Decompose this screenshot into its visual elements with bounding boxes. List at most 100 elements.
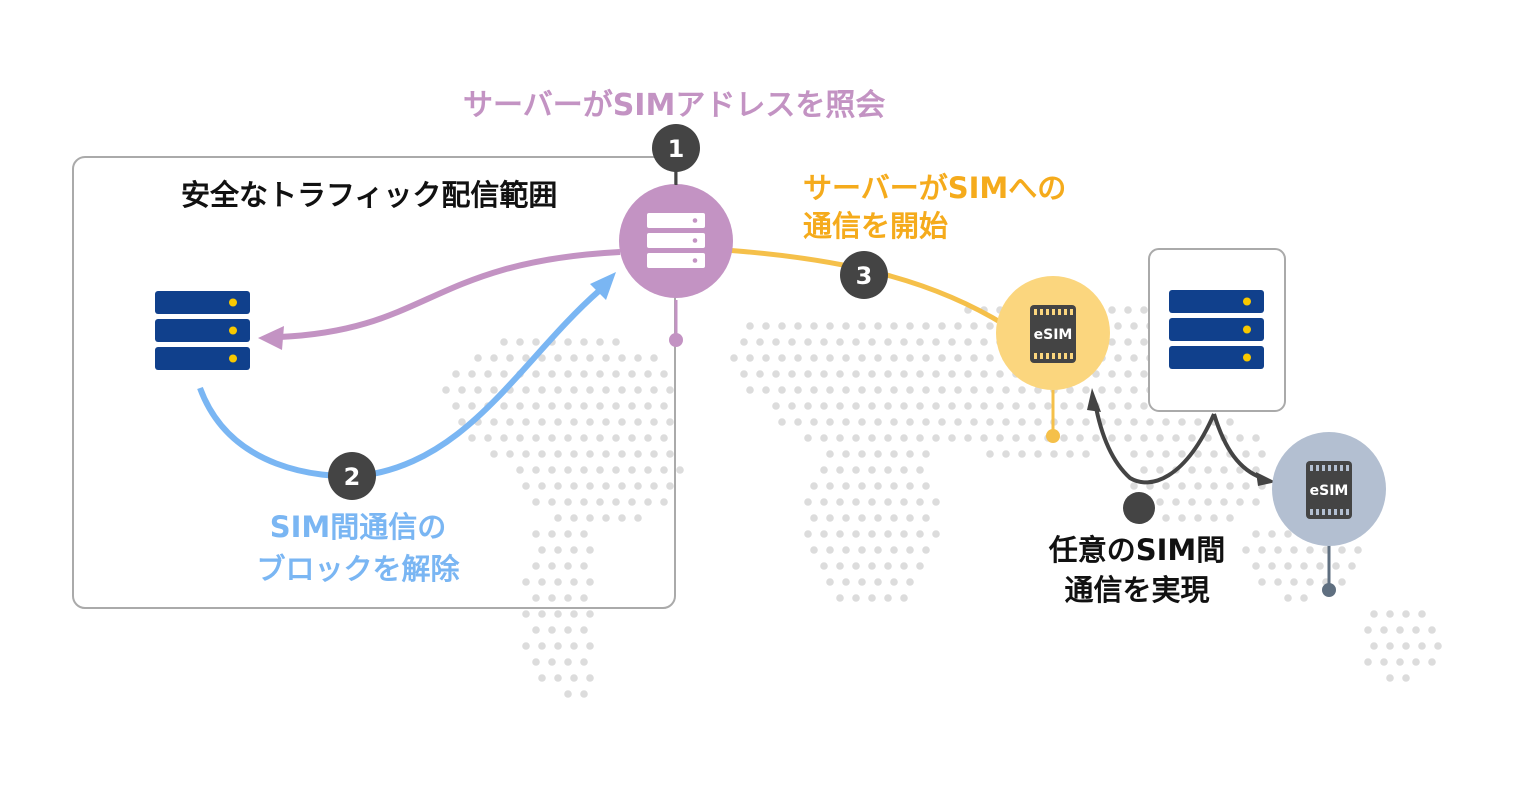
map-dot (890, 386, 898, 394)
map-dot (564, 370, 572, 378)
sim-to-sim-arrowhead-left (1087, 388, 1101, 412)
map-dot (772, 402, 780, 410)
map-dot (884, 402, 892, 410)
map-dot (868, 562, 876, 570)
map-dot (1194, 514, 1202, 522)
map-dot (820, 338, 828, 346)
map-dot (570, 514, 578, 522)
map-dot (586, 578, 594, 586)
map-dot (1252, 530, 1260, 538)
badge-three-number: 3 (856, 262, 873, 290)
map-dot (810, 514, 818, 522)
map-dot (522, 642, 530, 650)
map-dot (794, 386, 802, 394)
map-dot (1146, 418, 1154, 426)
map-dot (1194, 418, 1202, 426)
map-dot (1060, 402, 1068, 410)
map-dot (916, 402, 924, 410)
map-dot (1226, 514, 1234, 522)
map-dot (868, 434, 876, 442)
map-dot (660, 498, 668, 506)
map-dot (916, 338, 924, 346)
badge-three (840, 251, 888, 299)
map-dot (938, 322, 946, 330)
map-dot (644, 466, 652, 474)
map-dot (612, 402, 620, 410)
map-dot (660, 466, 668, 474)
map-dot (1066, 418, 1074, 426)
map-dot (612, 466, 620, 474)
map-dot (570, 418, 578, 426)
map-dot (1156, 498, 1164, 506)
map-dot (644, 498, 652, 506)
map-dot (922, 546, 930, 554)
map-dot (906, 546, 914, 554)
map-dot (548, 402, 556, 410)
map-dot (756, 338, 764, 346)
step1-label: サーバーがSIMアドレスを照会 (463, 88, 886, 123)
map-dot (948, 402, 956, 410)
map-dot (532, 530, 540, 538)
map-dot (586, 642, 594, 650)
map-dot (580, 562, 588, 570)
map-dot (778, 322, 786, 330)
map-dot (996, 402, 1004, 410)
safe-traffic-zone-box (72, 156, 676, 609)
map-dot (842, 354, 850, 362)
map-dot (1338, 578, 1346, 586)
map-dot (522, 482, 530, 490)
map-dot (500, 402, 508, 410)
map-dot (922, 482, 930, 490)
map-dot (970, 386, 978, 394)
map-dot (1082, 418, 1090, 426)
map-dot (634, 386, 642, 394)
map-dot (916, 370, 924, 378)
map-dot (1332, 562, 1340, 570)
map-dot (1178, 418, 1186, 426)
map-dot (1140, 466, 1148, 474)
map-dot (628, 466, 636, 474)
map-dot (906, 578, 914, 586)
map-dot (1108, 306, 1116, 314)
map-dot (986, 418, 994, 426)
map-dot (874, 482, 882, 490)
map-dot (570, 546, 578, 554)
map-dot (746, 386, 754, 394)
map-dot (442, 386, 450, 394)
map-dot (858, 514, 866, 522)
map-dot (554, 482, 562, 490)
map-dot (858, 386, 866, 394)
central-server-pin-dot (669, 333, 683, 347)
map-dot (522, 354, 530, 362)
map-dot (884, 530, 892, 538)
map-dot (820, 402, 828, 410)
map-dot (932, 434, 940, 442)
map-dot (1258, 578, 1266, 586)
map-dot (1188, 434, 1196, 442)
map-dot (1034, 418, 1042, 426)
map-dot (580, 466, 588, 474)
map-dot (852, 562, 860, 570)
map-dot (890, 482, 898, 490)
map-dot (602, 418, 610, 426)
map-dot (794, 418, 802, 426)
map-dot (890, 514, 898, 522)
map-dot (490, 354, 498, 362)
map-dot (964, 338, 972, 346)
map-dot (602, 354, 610, 362)
map-dot (458, 418, 466, 426)
map-dot (858, 418, 866, 426)
map-dot (580, 338, 588, 346)
map-dot (570, 386, 578, 394)
map-dot (1258, 450, 1266, 458)
map-dot (922, 386, 930, 394)
map-dot (804, 370, 812, 378)
map-dot (772, 338, 780, 346)
map-dot (564, 530, 572, 538)
map-dot (820, 530, 828, 538)
map-dot (986, 450, 994, 458)
map-dot (1306, 546, 1314, 554)
map-dot (570, 642, 578, 650)
map-dot (938, 386, 946, 394)
